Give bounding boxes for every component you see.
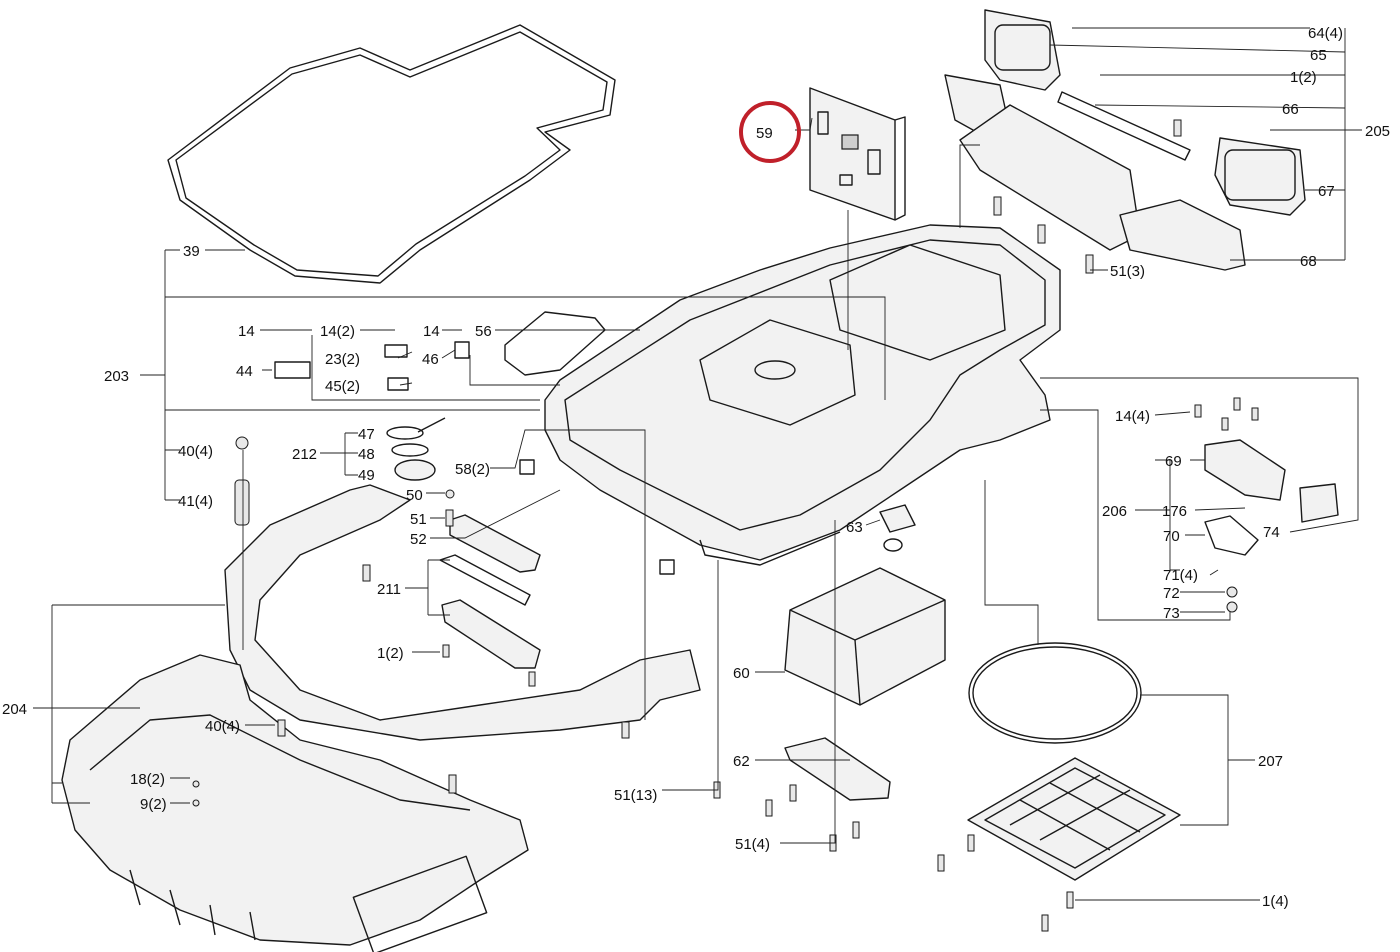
label-63: 63 (846, 519, 863, 536)
label-58: 58(2) (455, 461, 490, 478)
label-52: 52 (410, 531, 427, 548)
highlight-circle-59 (739, 101, 801, 163)
label-67: 67 (1318, 183, 1335, 200)
gasket-39-inner (175, 31, 608, 277)
label-71: 71(4) (1163, 567, 1198, 584)
label-203: 203 (104, 368, 129, 385)
label-59: 59 (756, 125, 773, 142)
label-51-4: 51(4) (735, 836, 770, 853)
gasket-39 (167, 24, 616, 284)
label-46: 46 (422, 351, 439, 368)
battery-60 (784, 567, 946, 706)
label-66: 66 (1282, 101, 1299, 118)
chassis-body (544, 224, 1061, 566)
label-74: 74 (1263, 524, 1280, 541)
bracket-62 (784, 737, 891, 801)
rear-cover-assembly-205 (944, 9, 1306, 271)
label-60: 60 (733, 665, 750, 682)
label-65: 65 (1310, 47, 1327, 64)
circuit-board-59 (809, 87, 906, 221)
leader-lines (33, 27, 1362, 901)
label-207: 207 (1258, 753, 1283, 770)
label-205: 205 (1365, 123, 1390, 140)
label-9: 9(2) (140, 796, 167, 813)
label-18: 18(2) (130, 771, 165, 788)
tray-207 (967, 757, 1181, 881)
label-47: 47 (358, 426, 375, 443)
label-73: 73 (1163, 605, 1180, 622)
label-40b: 40(4) (205, 718, 240, 735)
label-69: 69 (1165, 453, 1182, 470)
label-1b: 1(2) (377, 645, 404, 662)
label-56: 56 (475, 323, 492, 340)
label-45: 45(2) (325, 378, 360, 395)
label-50: 50 (406, 487, 423, 504)
label-211: 211 (377, 581, 401, 598)
label-14b: 14(2) (320, 323, 355, 340)
label-39: 39 (183, 243, 200, 260)
label-62: 62 (733, 753, 750, 770)
label-206: 206 (1102, 503, 1127, 520)
label-64: 64(4) (1308, 25, 1343, 42)
label-1a: 1(2) (1290, 69, 1317, 86)
label-176: 176 (1162, 503, 1187, 520)
label-44: 44 (236, 363, 253, 380)
label-212: 212 (292, 446, 317, 463)
part-labels: 64(4) 65 1(2) 66 205 67 68 51(3) 59 39 2… (2, 25, 1390, 910)
label-204: 204 (2, 701, 27, 718)
label-51-13: 51(13) (614, 787, 657, 804)
label-14c: 14 (423, 323, 440, 340)
label-48: 48 (358, 446, 375, 463)
label-70: 70 (1163, 528, 1180, 545)
front-bumper-204 (61, 484, 701, 952)
label-14d: 14(4) (1115, 408, 1150, 425)
label-72: 72 (1163, 585, 1180, 602)
fasteners (192, 119, 1259, 932)
label-49: 49 (358, 467, 375, 484)
label-14a: 14 (238, 323, 255, 340)
small-parts (274, 311, 1339, 669)
label-41: 41(4) (178, 493, 213, 510)
label-1c: 1(4) (1262, 893, 1289, 910)
label-40a: 40(4) (178, 443, 213, 460)
seal-ring-207 (968, 642, 1142, 744)
label-51-3: 51(3) (1110, 263, 1145, 280)
label-23: 23(2) (325, 351, 360, 368)
label-51a: 51 (410, 511, 427, 528)
label-68: 68 (1300, 253, 1317, 270)
seal-ring-207-inner (972, 646, 1138, 740)
